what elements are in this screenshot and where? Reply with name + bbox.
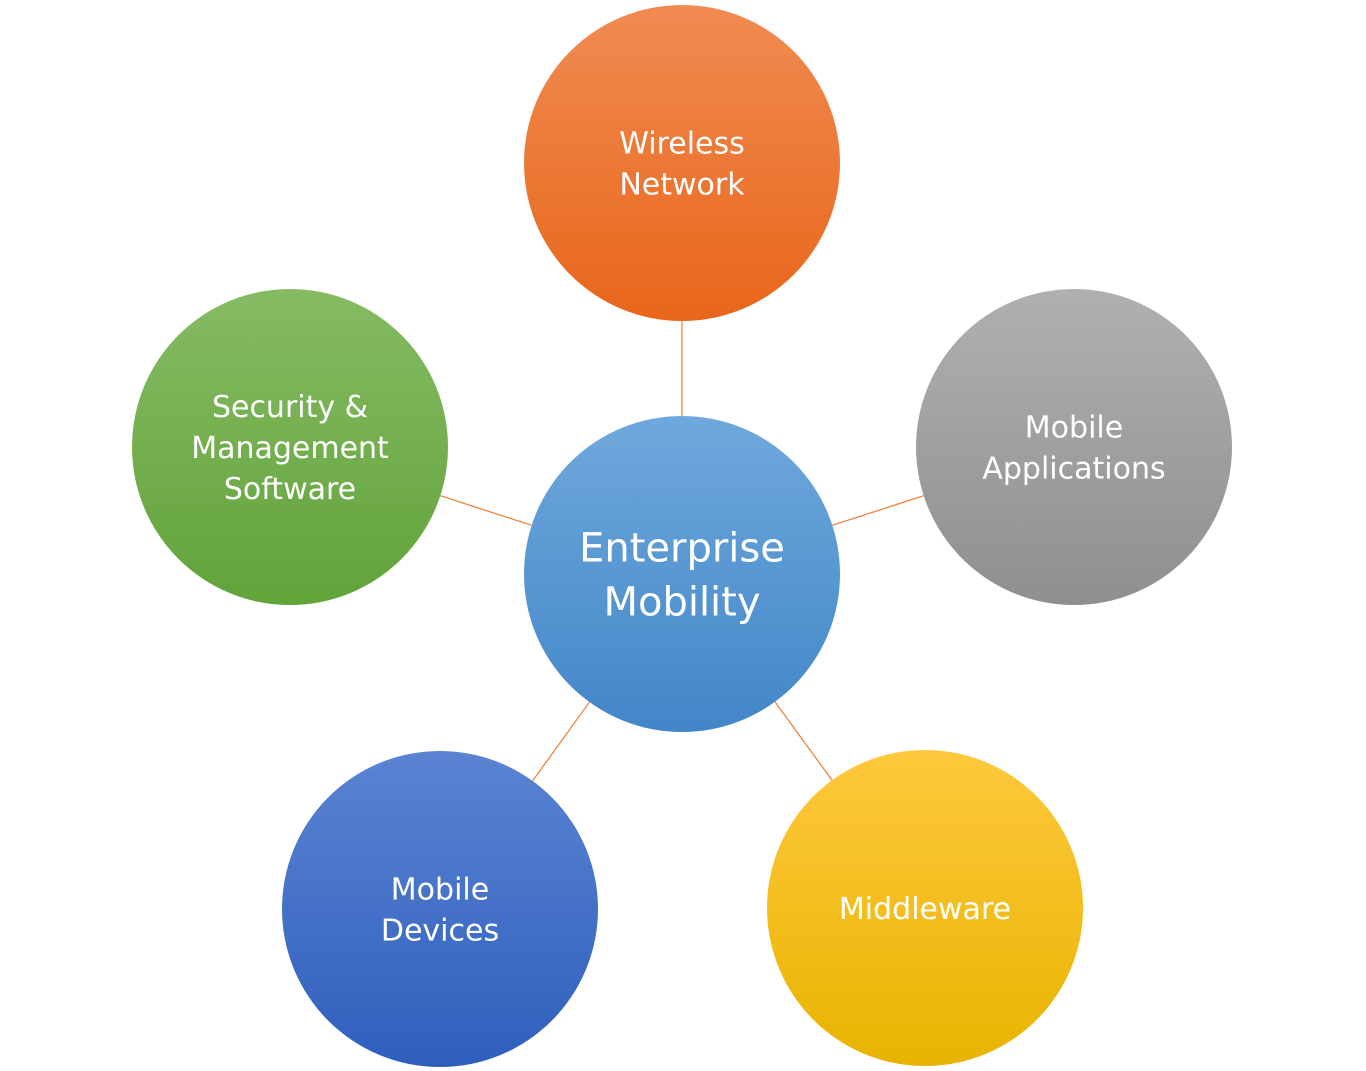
node-label-enterprise-mobility-line-1: Mobility bbox=[603, 579, 760, 625]
connector-mobile-applications bbox=[832, 495, 924, 526]
node-circle-enterprise-mobility bbox=[524, 416, 840, 732]
node-circle-mobile-devices bbox=[282, 751, 598, 1067]
node-label-middleware-line-0: Middleware bbox=[839, 892, 1011, 927]
connectors bbox=[440, 321, 924, 782]
node-circle-wireless-network bbox=[524, 5, 840, 321]
connector-mobile-devices bbox=[532, 701, 590, 782]
node-label-mobile-applications-line-0: Mobile bbox=[1025, 410, 1123, 445]
node-label-mobile-devices-line-1: Devices bbox=[381, 913, 499, 948]
circles: EnterpriseMobilityWirelessNetworkMobileA… bbox=[132, 5, 1232, 1067]
node-label-security-management-software-line-0: Security & bbox=[212, 390, 368, 425]
node-circle-mobile-applications bbox=[916, 289, 1232, 605]
connector-security-management-software bbox=[440, 495, 532, 526]
node-middleware: Middleware bbox=[767, 750, 1083, 1066]
node-circle-security-management-software bbox=[132, 289, 448, 605]
connector-middleware bbox=[774, 701, 833, 781]
node-label-wireless-network-line-0: Wireless bbox=[619, 126, 745, 161]
node-label-security-management-software-line-2: Software bbox=[224, 472, 356, 507]
node-label-wireless-network-line-1: Network bbox=[619, 167, 745, 202]
node-label-enterprise-mobility-line-0: Enterprise bbox=[579, 525, 785, 571]
node-circle-middleware bbox=[767, 750, 1083, 1066]
node-label-mobile-devices-line-0: Mobile bbox=[391, 872, 489, 907]
node-label-mobile-applications-line-1: Applications bbox=[982, 451, 1165, 486]
node-label-security-management-software-line-1: Management bbox=[191, 431, 389, 466]
